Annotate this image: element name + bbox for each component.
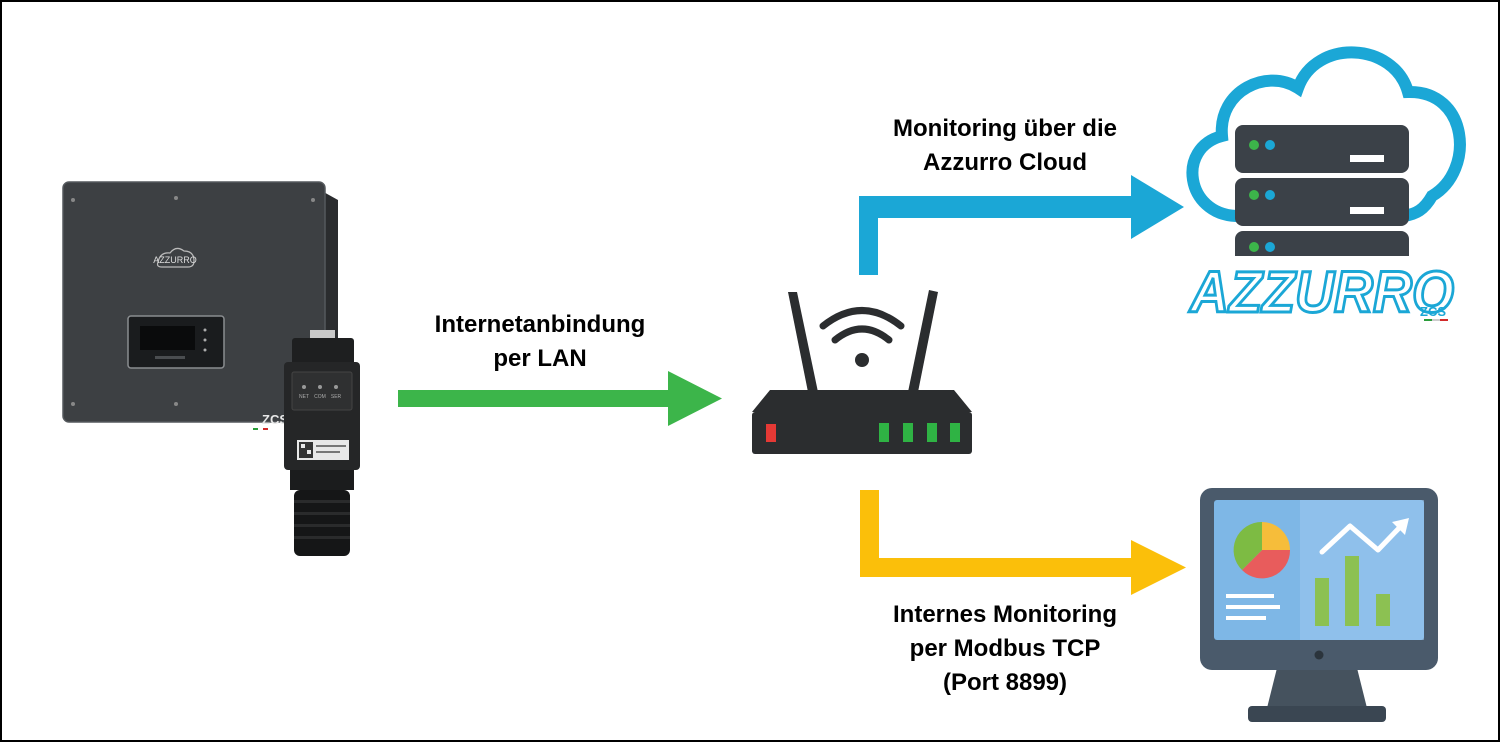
cloud-label-line-2: Azzurro Cloud	[923, 149, 1087, 176]
azzurro-cloud-icon: AZZURRO ZCS	[1186, 46, 1466, 327]
monitor-dashboard-icon	[1200, 488, 1438, 722]
modbus-label-line-1: Internes Monitoring	[893, 601, 1117, 628]
dongle-port-com: COM	[314, 394, 326, 400]
dongle-port-ser: SER	[331, 394, 342, 400]
modbus-label-line-2: per Modbus TCP	[909, 635, 1101, 662]
lan-dongle-icon: NET COM SER	[284, 330, 360, 556]
azzurro-logo: AZZURRO	[1188, 260, 1454, 325]
modbus-label-line-3: (Port 8899)	[942, 669, 1068, 696]
server-unit-2	[1235, 178, 1409, 226]
dongle-port-net: NET	[299, 394, 309, 400]
lan-arrow	[398, 371, 722, 426]
lan-label-line-2: per LAN	[493, 345, 587, 372]
cloud-arrow	[859, 175, 1184, 275]
lan-connection-label: Internetanbindung per LAN	[410, 308, 670, 376]
server-unit-1	[1235, 125, 1409, 173]
modbus-monitoring-label: Internes Monitoring per Modbus TCP (Port…	[860, 598, 1150, 700]
azzurro-zcs-mark: ZCS	[1420, 304, 1446, 319]
modbus-arrow	[860, 490, 1186, 595]
inverter-zcs-logo: ZCS	[262, 412, 288, 427]
cloud-monitoring-label: Monitoring über die Azzurro Cloud	[860, 112, 1150, 180]
inverter-icon: AZZURRO ZCS	[62, 181, 338, 430]
router-icon	[752, 290, 972, 454]
lan-label-line-1: Internetanbindung	[434, 311, 646, 338]
inverter-brand-logo: AZZURRO	[153, 255, 197, 265]
cloud-label-line-1: Monitoring über die	[893, 115, 1117, 142]
